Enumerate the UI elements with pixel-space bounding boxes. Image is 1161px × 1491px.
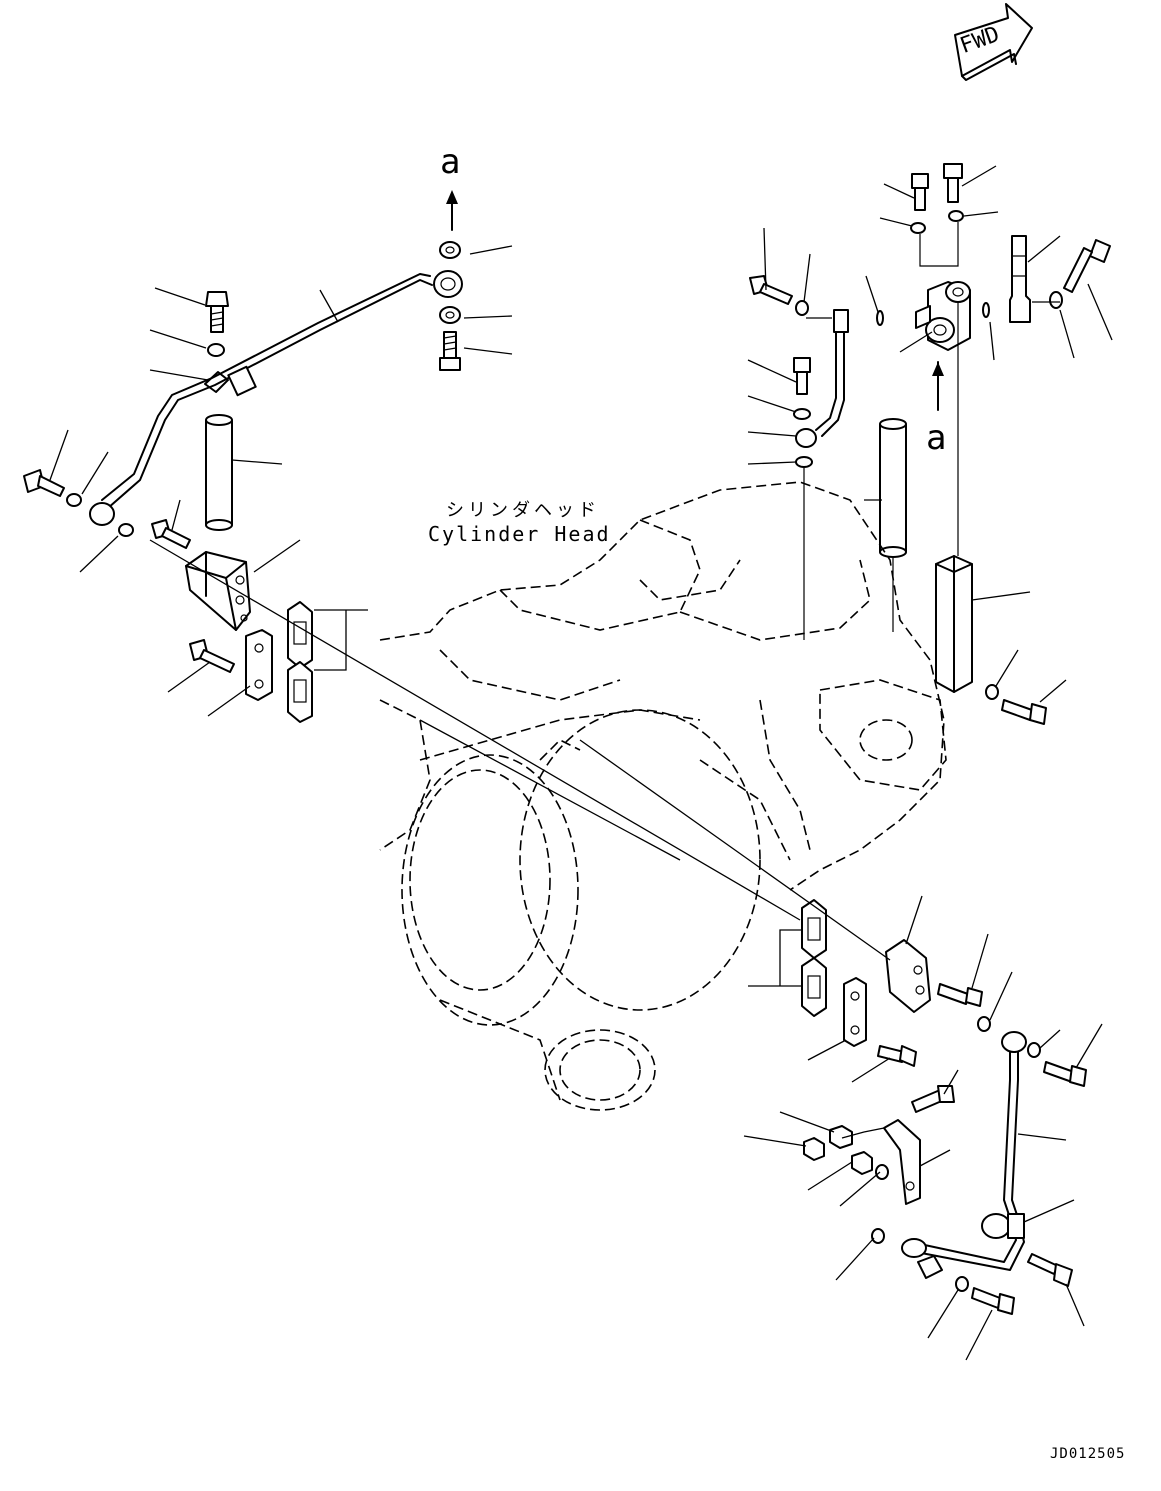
gasket-icon xyxy=(287,661,313,723)
bolt-icon xyxy=(23,469,65,497)
o-ring-icon xyxy=(876,310,884,326)
bolt-icon xyxy=(749,275,793,305)
adapter-block xyxy=(885,939,931,1013)
plate-icon xyxy=(843,977,867,1047)
washer-icon xyxy=(871,1228,885,1244)
right-oil-pipe xyxy=(901,1031,1027,1271)
bolt-icon xyxy=(937,983,983,1007)
bolt-icon xyxy=(877,1045,917,1067)
spacer-tube xyxy=(205,414,233,531)
washer-icon xyxy=(977,1016,991,1032)
bolt-icon xyxy=(911,173,929,211)
bolt-icon xyxy=(1001,699,1047,725)
bolt-icon xyxy=(205,291,229,333)
cylinder-head-label-jp: シリンダヘッド xyxy=(446,500,600,521)
junction-block xyxy=(915,281,971,351)
bolt-icon xyxy=(189,639,235,673)
bolt-icon xyxy=(1043,1061,1087,1087)
washer-icon xyxy=(875,1164,889,1180)
bracket-block xyxy=(935,555,973,693)
cylinder-head xyxy=(379,481,947,891)
bolt-icon xyxy=(943,163,963,203)
bolt-icon xyxy=(911,1085,955,1113)
washer-icon xyxy=(1049,291,1063,309)
nut-icon xyxy=(829,1125,853,1149)
bolt-icon xyxy=(151,519,191,549)
drawing-number: JD012505 xyxy=(1050,1446,1126,1462)
view-direction-arrow-icon xyxy=(446,190,458,231)
plate-icon xyxy=(245,629,273,701)
washer-icon xyxy=(1027,1042,1041,1058)
view-marker-a-right: a xyxy=(926,418,947,458)
view-marker-a-top: a xyxy=(440,142,461,182)
washer-icon xyxy=(955,1276,969,1292)
washer-icon xyxy=(795,456,813,468)
nut-icon xyxy=(851,1151,873,1175)
bolt-icon xyxy=(439,331,461,371)
washer-icon xyxy=(439,241,461,259)
cylinder-head-label-en: Cylinder Head xyxy=(428,522,611,546)
o-ring-icon xyxy=(982,302,990,318)
washer-icon xyxy=(795,300,809,316)
nozzle-icon xyxy=(1009,235,1031,323)
flex-hose xyxy=(795,309,849,448)
washer-icon xyxy=(118,523,134,537)
gasket-icon xyxy=(287,601,313,669)
bracket-icon xyxy=(883,1119,921,1205)
nut-icon xyxy=(803,1137,825,1161)
view-direction-arrow-icon xyxy=(932,361,944,411)
washer-icon xyxy=(948,210,964,222)
washer-icon xyxy=(439,306,461,324)
left-oil-pipe xyxy=(89,270,463,526)
gasket-icon xyxy=(801,957,827,1017)
washer-icon xyxy=(910,222,926,234)
leader-lines xyxy=(49,165,1113,1361)
bolt-icon xyxy=(1063,239,1111,293)
clip-icon xyxy=(917,1255,943,1279)
spacer-tube xyxy=(879,418,907,558)
washer-icon xyxy=(793,408,811,420)
bolt-icon xyxy=(793,357,811,395)
fwd-arrow-icon xyxy=(954,3,1033,81)
bolt-icon xyxy=(1027,1253,1073,1287)
washer-icon xyxy=(66,493,82,507)
turbocharger xyxy=(401,709,791,1111)
bolt-icon xyxy=(971,1287,1015,1315)
gasket-icon xyxy=(801,899,827,959)
washer-icon xyxy=(985,684,999,700)
adapter-block xyxy=(185,551,251,631)
washer-icon xyxy=(207,343,225,357)
